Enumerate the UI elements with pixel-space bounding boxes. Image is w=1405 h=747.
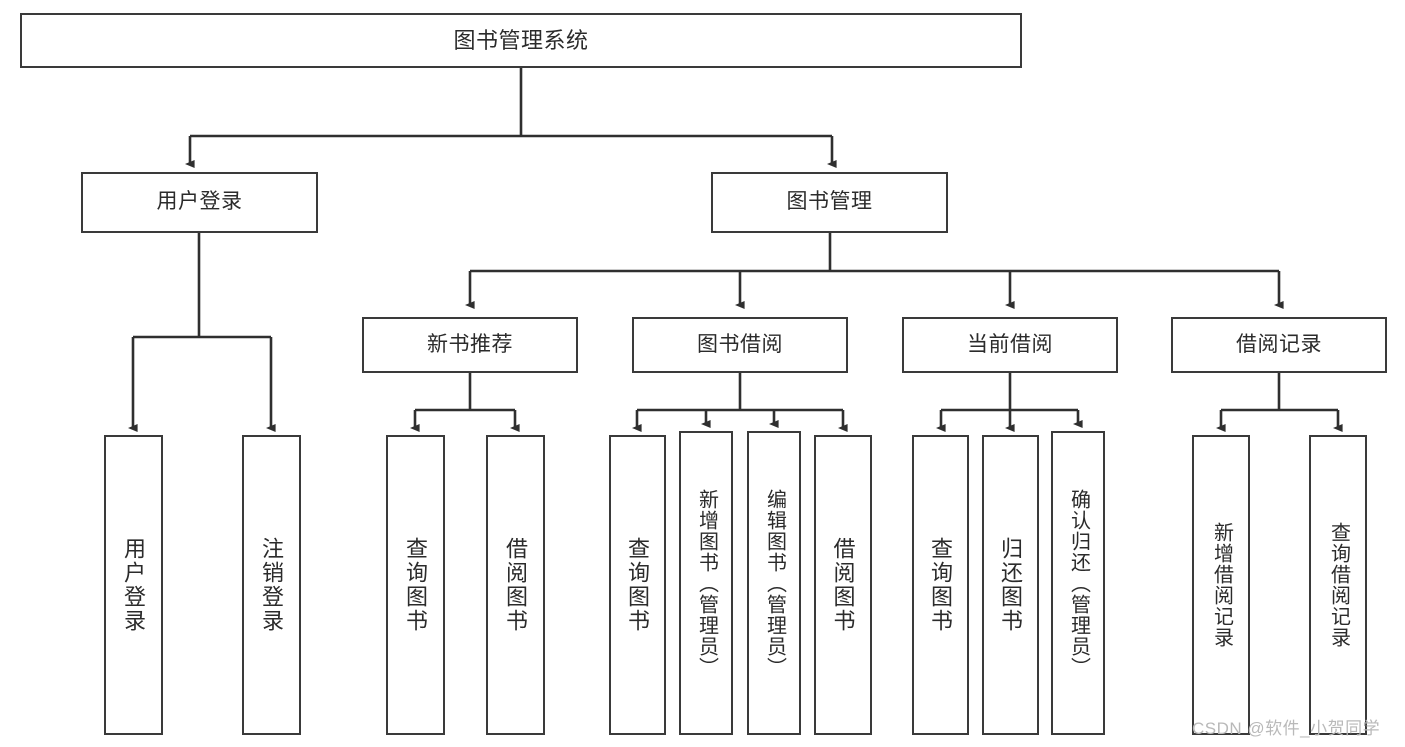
node-label: 新增借阅记录	[1210, 522, 1233, 648]
leaf-return-book[interactable]: 归还图书	[982, 435, 1039, 735]
node-book-borrow[interactable]: 图书借阅	[632, 317, 848, 373]
leaf-query-borrow-record[interactable]: 查询借阅记录	[1309, 435, 1367, 735]
node-borrow-record[interactable]: 借阅记录	[1171, 317, 1387, 373]
leaf-user-logout[interactable]: 注销登录	[242, 435, 301, 735]
leaf-add-borrow-record[interactable]: 新增借阅记录	[1192, 435, 1250, 735]
leaf-borrow-book[interactable]: 借阅图书	[814, 435, 872, 735]
leaf-confirm-return-admin[interactable]: 确认归还（管理员）	[1051, 431, 1105, 735]
node-label: 归还图书	[998, 537, 1024, 633]
node-user-login[interactable]: 用户登录	[81, 172, 318, 233]
node-book-manage[interactable]: 图书管理	[711, 172, 948, 233]
node-label: 确认归还（管理员）	[1067, 488, 1090, 678]
node-label: 借阅图书	[503, 537, 529, 633]
node-label: 查询图书	[928, 537, 954, 633]
leaf-query-book-current[interactable]: 查询图书	[912, 435, 969, 735]
node-label: 查询图书	[625, 537, 651, 633]
node-label: 图书管理系统	[453, 27, 589, 53]
node-label: 新增图书（管理员）	[695, 488, 718, 678]
node-root-system[interactable]: 图书管理系统	[20, 13, 1022, 68]
node-label: 借阅记录	[1236, 332, 1322, 356]
node-label: 注销登录	[259, 537, 285, 633]
node-label: 当前借阅	[967, 332, 1053, 356]
leaf-edit-book-admin[interactable]: 编辑图书（管理员）	[747, 431, 801, 735]
node-label: 图书借阅	[697, 332, 783, 356]
node-label: 查询图书	[403, 537, 429, 633]
node-label: 用户登录	[121, 537, 147, 633]
watermark-text: CSDN @软件_小贺同学	[1192, 719, 1381, 738]
node-label: 查询借阅记录	[1327, 522, 1350, 648]
leaf-query-book-recommend[interactable]: 查询图书	[386, 435, 445, 735]
node-label: 用户登录	[156, 190, 243, 214]
leaf-add-book-admin[interactable]: 新增图书（管理员）	[679, 431, 733, 735]
leaf-borrow-book-recommend[interactable]: 借阅图书	[486, 435, 545, 735]
node-label: 图书管理	[786, 190, 873, 214]
leaf-query-book-borrow[interactable]: 查询图书	[609, 435, 666, 735]
node-label: 借阅图书	[830, 537, 856, 633]
node-label: 编辑图书（管理员）	[763, 488, 786, 678]
leaf-user-login[interactable]: 用户登录	[104, 435, 163, 735]
node-label: 新书推荐	[427, 332, 513, 356]
node-new-book-recommend[interactable]: 新书推荐	[362, 317, 578, 373]
node-current-borrow[interactable]: 当前借阅	[902, 317, 1118, 373]
